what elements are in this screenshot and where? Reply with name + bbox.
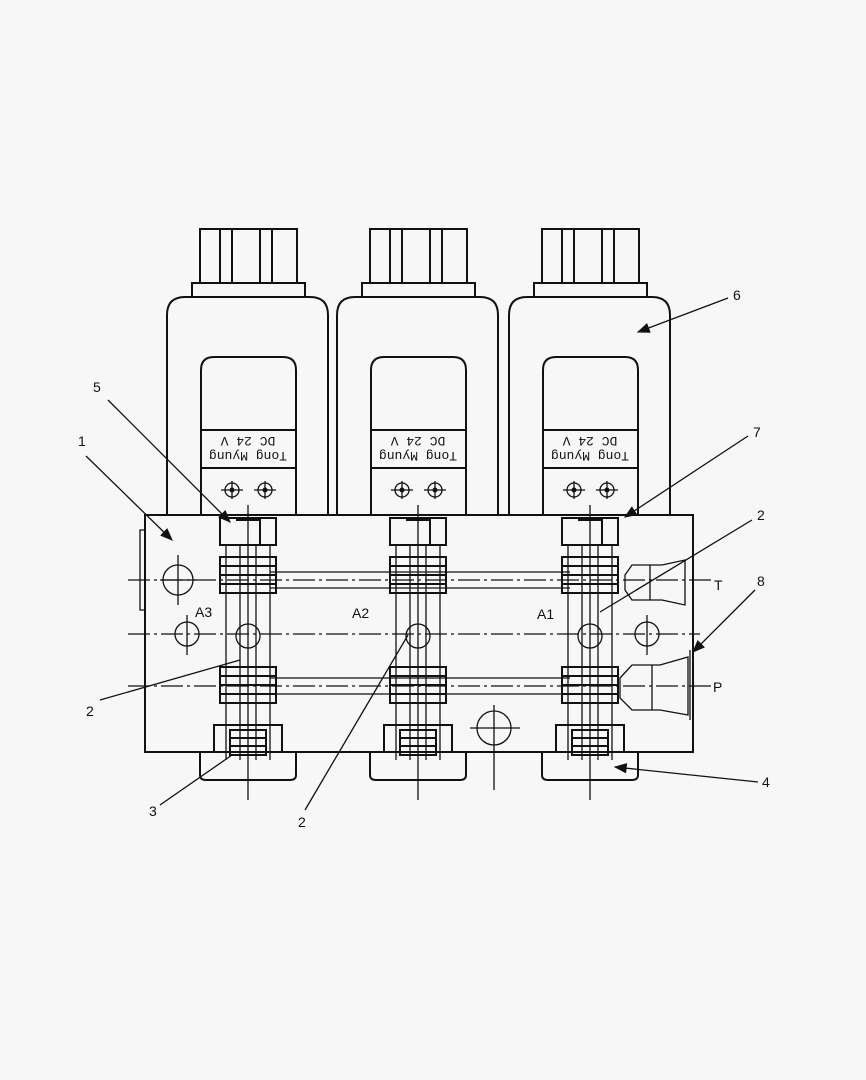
port-p-label: P [713, 679, 722, 695]
connector-cap [199, 228, 298, 284]
callout-6: 6 [733, 287, 741, 303]
end-cap [369, 752, 467, 781]
spool-assembly [555, 505, 625, 800]
connector-cap [541, 228, 640, 284]
callout-8: 8 [757, 573, 765, 589]
port-t-label: T [714, 577, 723, 593]
callout-2-left: 2 [86, 703, 94, 719]
port-a3-label: A3 [195, 604, 212, 620]
solenoid-coil [508, 296, 671, 515]
callout-1: 1 [78, 433, 86, 449]
nameplate-brand: Tong Myung [209, 448, 287, 463]
nameplate-brand: Tong Myung [379, 448, 457, 463]
end-cap [541, 752, 639, 781]
nameplate-voltage: DC 24 V [562, 433, 617, 448]
connector-collar [191, 282, 306, 298]
spool-assembly [383, 505, 453, 800]
connector-cap [369, 228, 468, 284]
callout-2-right: 2 [757, 507, 765, 523]
callout-3: 3 [149, 803, 157, 819]
nameplate-brand: Tong Myung [551, 448, 629, 463]
nameplate-voltage: DC 24 V [220, 433, 275, 448]
manifold-block [128, 514, 715, 790]
solenoid-coil [336, 296, 499, 515]
solenoid-coil [166, 296, 329, 515]
callout-5: 5 [93, 379, 101, 395]
nameplate-window [542, 356, 639, 515]
callout-2-bottom: 2 [298, 814, 306, 830]
spool-assembly [213, 505, 283, 800]
nameplate-voltage: DC 24 V [390, 433, 445, 448]
port-a1-label: A1 [537, 606, 554, 622]
nameplate-window [200, 356, 297, 515]
callout-leaders [85, 297, 759, 811]
connector-collar [533, 282, 648, 298]
callout-7: 7 [753, 424, 761, 440]
callout-labels: 1 2 2 2 3 4 5 6 7 8 A3 A2 A1 T P [78, 287, 770, 830]
connector-collar [361, 282, 476, 298]
callout-4: 4 [762, 774, 770, 790]
port-a2-label: A2 [352, 605, 369, 621]
nameplate-window [370, 356, 467, 515]
